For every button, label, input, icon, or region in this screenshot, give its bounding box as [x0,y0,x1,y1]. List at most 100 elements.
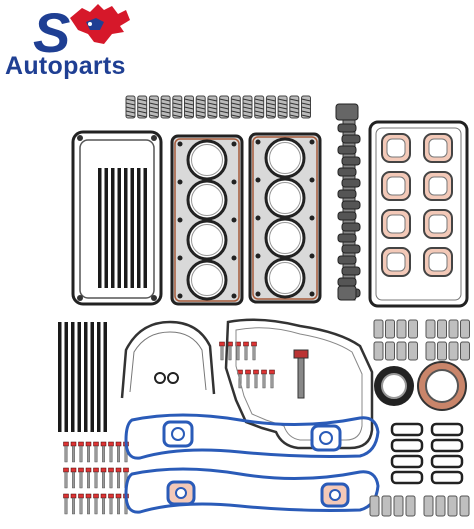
cam-lobe [341,178,361,188]
valve-spring [148,95,159,119]
valve-spring [184,95,194,119]
cam-lobe [337,189,357,199]
valve-spring [242,95,253,119]
lifter [369,495,380,517]
bolt [108,441,114,463]
lifter-guide-gaskets [390,422,464,485]
crank-seal-rear [417,361,467,411]
lifter-guide-gasket [390,454,424,469]
pushrods-set-2 [58,322,107,432]
lifter-guide-gasket [390,438,424,453]
lifter-guide-gasket [430,470,464,485]
bolt [63,441,69,463]
lifter [408,341,418,361]
crank-seal-front [374,366,414,406]
camshaft [335,103,361,301]
valve-spring [254,95,265,119]
valve-spring [172,95,183,119]
bolt [100,493,107,515]
bolt [115,441,122,463]
bolt [78,493,84,515]
lifter [425,319,436,339]
pushrod [97,322,101,432]
bolt [243,341,249,361]
cam-lobe [341,156,361,166]
bolt [93,467,99,489]
pushrod [98,168,102,288]
lifter-guide-gasket [390,422,424,437]
lifter [448,341,459,361]
valve-spring [195,95,206,119]
pushrod [137,168,141,288]
lifter-guide-gasket [430,422,464,437]
bolt [63,493,69,515]
lifter [423,495,434,517]
lifter [460,319,470,339]
valve-cover-gasket-left [71,130,163,306]
o-rings [154,372,179,384]
valve-spring [207,95,218,119]
cam-lobe [341,266,361,276]
bolt [85,493,92,515]
lifter [437,319,447,339]
brand-logo-letter: S [33,1,70,60]
pushrod [117,168,121,288]
bolt [108,493,114,515]
bolt [261,369,267,389]
rear-cover-gasket [120,320,216,399]
bolt [251,341,257,361]
pushrod [103,322,107,432]
bolt [78,467,84,489]
lifters [373,319,470,361]
bolt [115,493,122,515]
bolt [85,467,92,489]
cam-lobe [337,233,357,243]
bolt [78,441,84,463]
cam-lobe [337,123,357,133]
lifter [460,341,470,361]
lifter [408,319,418,339]
valve-springs [125,95,311,119]
lifter [393,495,404,517]
cam-lobe [337,277,357,287]
valve-spring [125,95,136,119]
bolt [108,467,114,489]
pushrod [90,322,94,432]
bolt [245,369,251,389]
lifter [381,495,392,517]
lifter [447,495,458,517]
cam-lobe [337,255,357,265]
front-cover-gasket [224,318,374,450]
valve-spring [230,95,241,119]
lifter-guide-gasket [430,454,464,469]
bolt [100,467,107,489]
head-gasket [170,134,244,306]
lifter [396,319,407,339]
bolt [93,493,99,515]
bolt [63,467,69,489]
bolt [115,467,122,489]
crank-bolt [293,349,309,399]
bolt [253,369,259,389]
lifter-guide-gasket [390,470,424,485]
bolt [70,493,77,515]
pushrod [58,322,62,432]
pushrod [71,322,75,432]
pushrod [77,322,81,432]
lifter [448,319,459,339]
valve-spring [265,95,276,119]
brand-logo: S [33,1,130,60]
cam-lobe [337,211,357,221]
lifter [425,341,436,361]
bolt [70,441,77,463]
lifters-bottom [369,495,470,517]
bolts-set-2 [63,441,129,515]
valve-spring [301,95,311,119]
pushrods-set-1 [98,168,147,288]
bolt [70,467,77,489]
pushrod [104,168,108,288]
head-gasket [248,132,322,304]
cam-lobe [341,134,361,144]
